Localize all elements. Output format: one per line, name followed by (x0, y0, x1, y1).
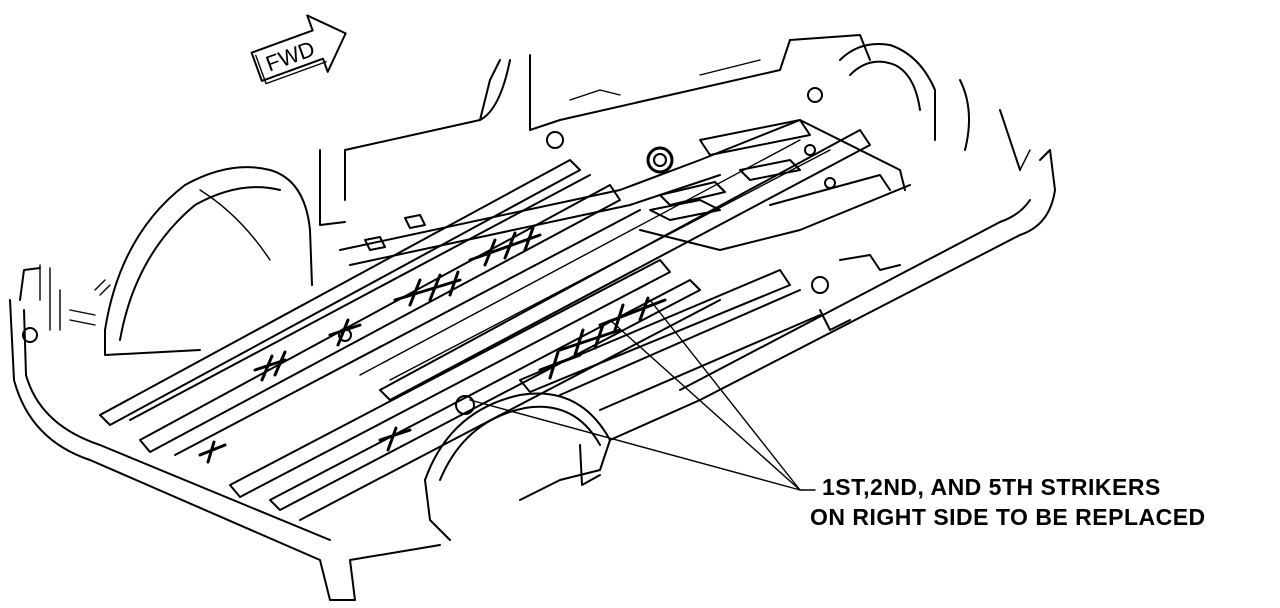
striker-left-1 (253, 350, 287, 382)
leader-line-3 (649, 299, 801, 491)
striker-rear-2 (198, 440, 227, 464)
center-tunnel (339, 119, 911, 331)
right-seat-support (807, 43, 1021, 171)
left-edge-details (22, 264, 111, 343)
callout-line-1: 1ST,2ND, AND 5TH STRIKERS (822, 474, 1161, 500)
left-wheel-housing (104, 166, 313, 356)
striker-right-2 (558, 323, 622, 357)
striker-left-3 (393, 270, 462, 307)
fwd-arrow: FWD (250, 14, 347, 85)
right-wheel-housing (424, 392, 611, 541)
floor-pan-outline (9, 149, 1056, 601)
floor-ribs (99, 129, 871, 521)
callout-line-2: ON RIGHT SIDE TO BE REPLACED (810, 504, 1206, 530)
striker-rear-1 (378, 426, 412, 452)
leader-line-2 (609, 319, 801, 491)
striker-left-4 (468, 226, 542, 267)
callout-leaders (469, 299, 816, 491)
leader-line-1 (469, 399, 801, 491)
upper-side-panel (319, 34, 871, 226)
striker-right-1 (538, 350, 582, 380)
